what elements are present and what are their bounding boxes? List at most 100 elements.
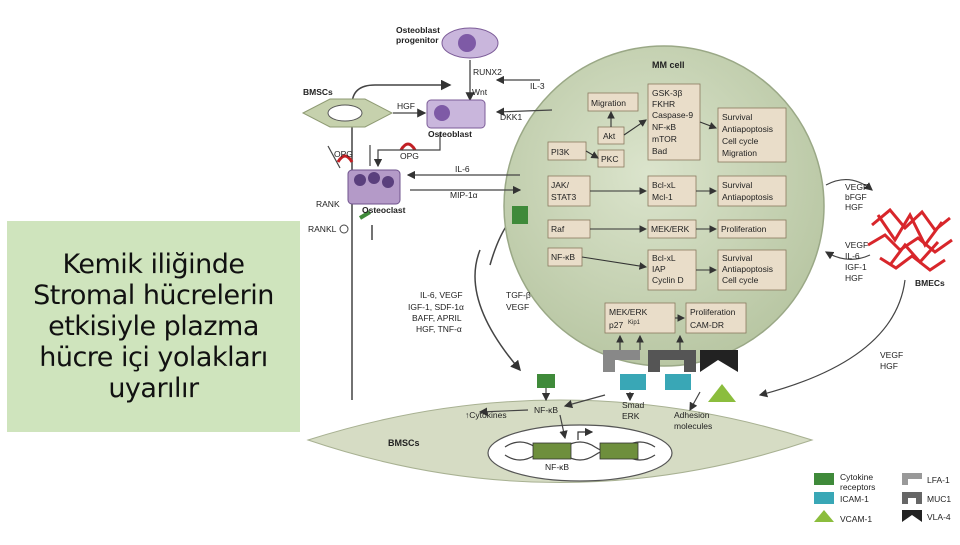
label-vegf-top-3: HGF xyxy=(845,202,863,212)
right-arrows xyxy=(758,179,906,398)
label-prolif-camdr-2: CAM-DR xyxy=(690,320,724,330)
label-smad-1: Smad xyxy=(622,400,644,410)
label-bcliap-3: Cyclin D xyxy=(652,275,684,285)
label-osteoclast: Osteoclast xyxy=(362,205,406,215)
label-vegf-top-1: VEGF xyxy=(845,182,868,192)
label-bcliap-1: Bcl-xL xyxy=(652,253,676,263)
legend-vcam1-swatch xyxy=(814,510,834,522)
mm-cytokine-receptor xyxy=(512,206,528,224)
label-vegf-bot-1: VEGF xyxy=(880,350,903,360)
label-il3: IL-3 xyxy=(530,81,545,91)
vcam1-receptor xyxy=(708,384,736,402)
progenitor-nucleus xyxy=(458,34,476,52)
label-progenitor: progenitor xyxy=(396,35,439,45)
label-nfkb-nucleus: NF-κB xyxy=(545,462,569,472)
legend-vla4-label: VLA-4 xyxy=(927,512,951,522)
label-tgfb-1: TGF-β xyxy=(506,290,531,300)
bmsc-top-nucleus xyxy=(327,104,363,122)
label-mek-p27-1: MEK/ERK xyxy=(609,307,648,317)
label-cytokines-1: IL-6, VEGF xyxy=(420,290,463,300)
label-il6: IL-6 xyxy=(455,164,470,174)
label-jak-1: JAK/ xyxy=(551,180,570,190)
label-kip1: Kip1 xyxy=(628,320,641,326)
label-gsk-4: NF-κB xyxy=(652,122,676,132)
label-tgfb-2: VEGF xyxy=(506,302,529,312)
label-gsk-6: Bad xyxy=(652,146,667,156)
legend-icam1-label: ICAM-1 xyxy=(840,494,869,504)
label-bmscs-top: BMSCs xyxy=(303,87,333,97)
label-rank: RANK xyxy=(316,199,340,209)
label-pkc: PKC xyxy=(601,154,618,164)
label-wnt: Wnt xyxy=(472,87,488,97)
label-survival1-3: Cell cycle xyxy=(722,136,759,146)
label-mip1a: MIP-1α xyxy=(450,190,478,200)
legend-cytokine-label-2: receptors xyxy=(840,482,875,492)
label-cytokines-arrow: ↑Cytokines xyxy=(465,410,507,420)
label-migration: Migration xyxy=(591,98,626,108)
caption-text: Kemik iliğinde Stromal hücrelerin etkisi… xyxy=(33,249,274,404)
pathway-boxes xyxy=(547,83,787,334)
bmsc-cytokine-receptor xyxy=(537,374,555,388)
label-survival3-3: Cell cycle xyxy=(722,275,759,285)
label-vegf-mid-3: IGF-1 xyxy=(845,262,867,272)
label-opg-left: OPG xyxy=(334,149,353,159)
legend-vcam1-label: VCAM-1 xyxy=(840,514,872,524)
bmsc-arrows xyxy=(478,388,701,440)
label-gsk-5: mTOR xyxy=(652,134,677,144)
label-nfkb-cell: NF-κB xyxy=(534,405,558,415)
label-smad-2: ERK xyxy=(622,411,640,421)
label-rankl: RANKL xyxy=(308,224,337,234)
label-prolif-camdr-1: Proliferation xyxy=(690,307,736,317)
label-hgf: HGF xyxy=(397,101,415,111)
legend-lfa1-swatch xyxy=(902,473,922,485)
label-survival1-1: Survival xyxy=(722,112,752,122)
osteoblast-nucleus xyxy=(434,105,450,121)
label-opg-right: OPG xyxy=(400,151,419,161)
opg-right-icon xyxy=(399,142,417,151)
lfa1-molecule xyxy=(603,350,640,372)
osteoclast-nucleus-2 xyxy=(368,172,380,184)
transcription-arrow xyxy=(577,427,594,440)
legend-icam1-swatch xyxy=(814,492,834,504)
curve-arrow-to-bmsc xyxy=(474,249,521,372)
label-dkk1: DKK1 xyxy=(500,112,522,122)
gene-block-1 xyxy=(532,442,572,460)
label-gsk-2: FKHR xyxy=(652,99,675,109)
bmsc-nucleus xyxy=(487,424,673,482)
legend-muc1-label: MUC1 xyxy=(927,494,951,504)
label-survival3-1: Survival xyxy=(722,253,752,263)
label-cytokines-2: IGF-1, SDF-1α xyxy=(408,302,464,312)
label-survival2-1: Survival xyxy=(722,180,752,190)
label-vegf-mid-4: HGF xyxy=(845,273,863,283)
icam1-receptor-1 xyxy=(620,374,646,390)
legend-cytokine-label-1: Cytokine xyxy=(840,472,873,482)
legend-cytokine-swatch xyxy=(814,473,834,485)
mm-arrows xyxy=(581,110,718,350)
label-proliferation: Proliferation xyxy=(721,224,767,234)
opg-left-icon xyxy=(336,154,354,163)
osteoclast-nucleus-1 xyxy=(354,174,366,186)
label-mm-cell: MM cell xyxy=(652,60,685,70)
label-vegf-top-2: bFGF xyxy=(845,192,867,202)
legend-vla4-swatch xyxy=(902,510,922,522)
rankl-icon xyxy=(339,224,349,234)
caption-box: Kemik iliğinde Stromal hücrelerin etkisi… xyxy=(7,221,300,432)
label-gsk-3: Caspase-9 xyxy=(652,110,693,120)
label-mek-p27-2: p27 xyxy=(609,320,623,330)
label-cytokines-4: HGF, TNF-α xyxy=(416,324,462,334)
muc1-molecule xyxy=(648,350,696,372)
label-mek-erk: MEK/ERK xyxy=(651,224,690,234)
label-bmecs: BMECs xyxy=(915,278,945,288)
legend-lfa1-label: LFA-1 xyxy=(927,475,950,485)
label-bcl-1: Bcl-xL xyxy=(652,180,676,190)
rank-receptor-icon xyxy=(358,210,372,220)
icam1-receptor-2 xyxy=(665,374,691,390)
label-survival1-4: Migration xyxy=(722,148,757,158)
label-runx2: RUNX2 xyxy=(473,67,502,77)
label-gsk-1: GSK-3β xyxy=(652,88,683,98)
label-adhesion-1: Adhesion xyxy=(674,410,710,420)
label-adhesion-2: molecules xyxy=(674,421,712,431)
label-osteoblast: Osteoblast xyxy=(396,25,440,35)
